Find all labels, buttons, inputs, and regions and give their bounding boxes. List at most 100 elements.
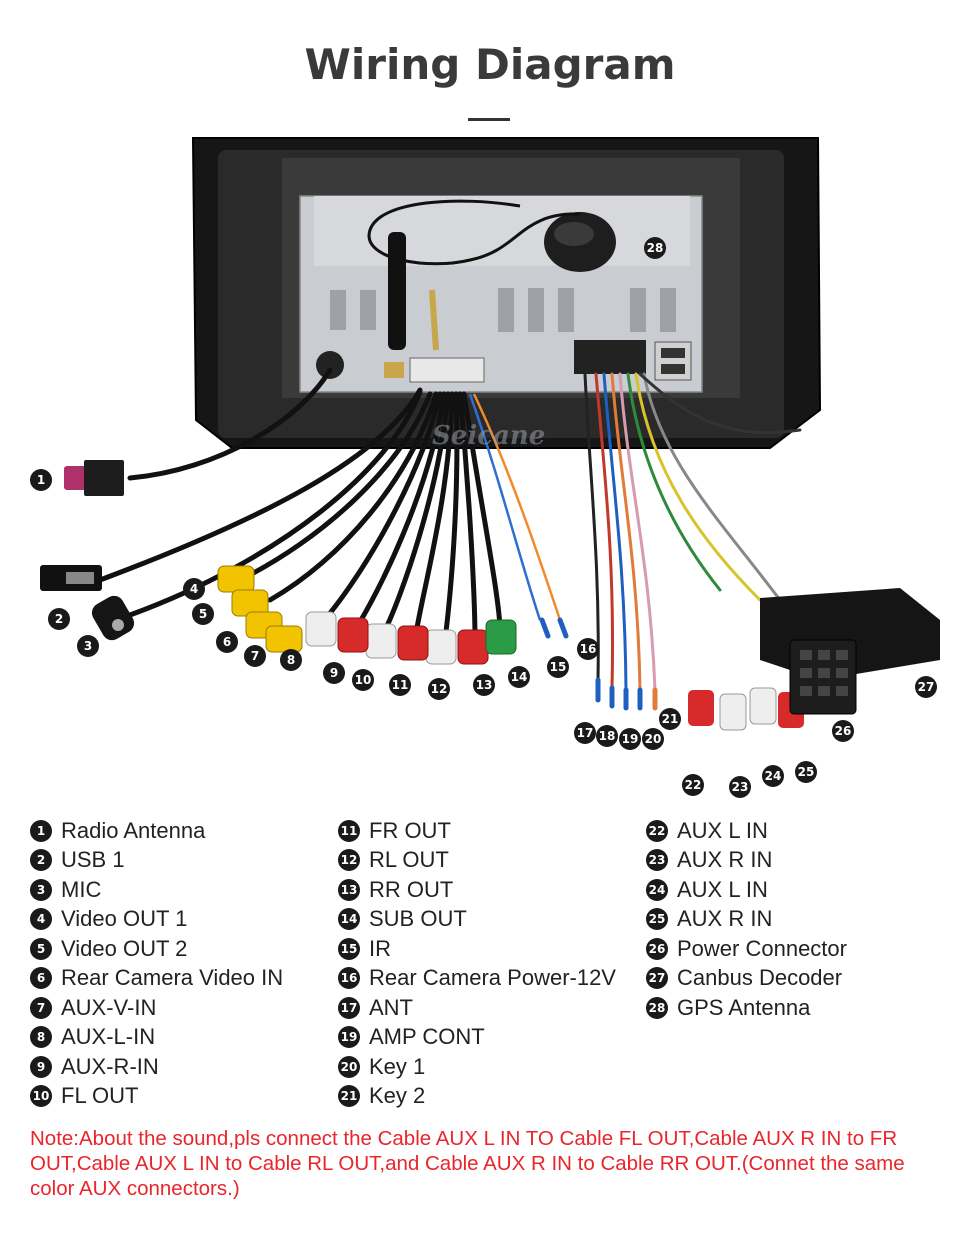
legend-label: AUX R IN <box>677 906 773 932</box>
number-badge: 20 <box>338 1055 360 1078</box>
marker-circle <box>352 669 374 691</box>
legend-label: USB 1 <box>61 847 125 873</box>
marker-circle <box>682 774 704 796</box>
number-badge: 7 <box>30 996 52 1019</box>
marker-number: 3 <box>84 639 92 653</box>
callout-marker-28: 28 <box>644 237 666 259</box>
rca-connectors <box>217 565 517 665</box>
marker-number: 28 <box>647 241 664 255</box>
callout-marker-21: 21 <box>659 708 681 730</box>
callout-marker-25: 25 <box>795 761 817 783</box>
number-badge: 6 <box>30 967 52 990</box>
legend-label: AUX R IN <box>677 847 773 873</box>
legend-label: AUX-R-IN <box>61 1053 159 1079</box>
number-badge: 3 <box>30 878 52 901</box>
marker-circle <box>389 674 411 696</box>
number-badge: 2 <box>30 849 52 872</box>
legend-label: IR <box>369 935 391 961</box>
legend-label: Rear Camera Video IN <box>61 965 284 991</box>
number-badge: 21 <box>338 1085 360 1108</box>
marker-number: 21 <box>662 712 679 726</box>
legend-label: FR OUT <box>369 817 451 843</box>
callout-marker-26: 26 <box>832 720 854 742</box>
marker-circle <box>729 776 751 798</box>
legend-item: 13 RR OUT <box>338 875 616 905</box>
sound-connection-note: Note:About the sound,pls connect the Cab… <box>30 1127 905 1200</box>
callout-marker-27: 27 <box>915 676 937 698</box>
marker-number: 24 <box>765 769 782 783</box>
page-title: Wiring Diagram <box>304 40 676 89</box>
callout-marker-22: 22 <box>682 774 704 796</box>
marker-circle <box>574 722 596 744</box>
marker-number: 14 <box>511 670 528 684</box>
legend-label: ANT <box>369 994 413 1020</box>
marker-circle <box>659 708 681 730</box>
marker-circle <box>77 635 99 657</box>
aux-in-rca-connectors <box>688 687 804 731</box>
callout-marker-14: 14 <box>508 666 530 688</box>
power-harness-wires <box>583 372 802 692</box>
number-badge: 11 <box>338 819 360 842</box>
number-badge: 8 <box>30 1026 52 1049</box>
legend-label: AUX-V-IN <box>61 994 157 1020</box>
legend-label: AUX L IN <box>677 817 768 843</box>
marker-circle <box>48 608 70 630</box>
legend-item: 11 FR OUT <box>338 816 616 846</box>
legend-label: RR OUT <box>369 876 454 902</box>
callout-marker-1: 1 <box>30 469 52 491</box>
marker-number: 15 <box>550 660 567 674</box>
number-badge: 15 <box>338 937 360 960</box>
number-badge: 4 <box>30 908 52 931</box>
legend-label: Power Connector <box>677 935 847 961</box>
marker-number: 16 <box>580 642 597 656</box>
legend-label: RL OUT <box>369 847 449 873</box>
callout-marker-6: 6 <box>216 631 238 653</box>
number-badge: 16 <box>338 967 360 990</box>
number-badge: 23 <box>646 849 668 872</box>
callout-marker-11: 11 <box>389 674 411 696</box>
marker-circle <box>547 656 569 678</box>
number-badge: 5 <box>30 937 52 960</box>
legend-label: Video OUT 1 <box>61 906 188 932</box>
wifi-antenna <box>388 232 406 350</box>
power-connector <box>760 588 940 715</box>
legend-label: AUX L IN <box>677 876 768 902</box>
number-badge: 13 <box>338 878 360 901</box>
marker-circle <box>508 666 530 688</box>
callout-marker-13: 13 <box>473 674 495 696</box>
legend-label: SUB OUT <box>369 906 467 932</box>
callout-marker-16: 16 <box>577 638 599 660</box>
number-badge: 19 <box>338 1026 360 1049</box>
number-badge: 22 <box>646 819 668 842</box>
marker-circle <box>280 649 302 671</box>
callout-marker-19: 19 <box>619 728 641 750</box>
marker-circle <box>183 578 205 600</box>
legend-item: 7 AUX-V-IN <box>30 993 283 1023</box>
number-badge: 10 <box>30 1085 52 1108</box>
marker-circle <box>619 728 641 750</box>
mic-jack <box>91 595 135 641</box>
marker-number: 25 <box>798 765 815 779</box>
marker-number: 17 <box>577 726 594 740</box>
callout-marker-10: 10 <box>352 669 374 691</box>
marker-circle <box>915 676 937 698</box>
watermark: Seicane <box>432 421 545 451</box>
callout-marker-5: 5 <box>192 603 214 625</box>
number-badge: 27 <box>646 967 668 990</box>
legend-label: Video OUT 2 <box>61 935 188 961</box>
number-badge: 9 <box>30 1055 52 1078</box>
cable-bundle-left <box>97 367 503 643</box>
marker-number: 6 <box>223 635 231 649</box>
legend-label: Key 2 <box>369 1083 426 1109</box>
legend-item: 23 AUX R IN <box>646 846 847 876</box>
